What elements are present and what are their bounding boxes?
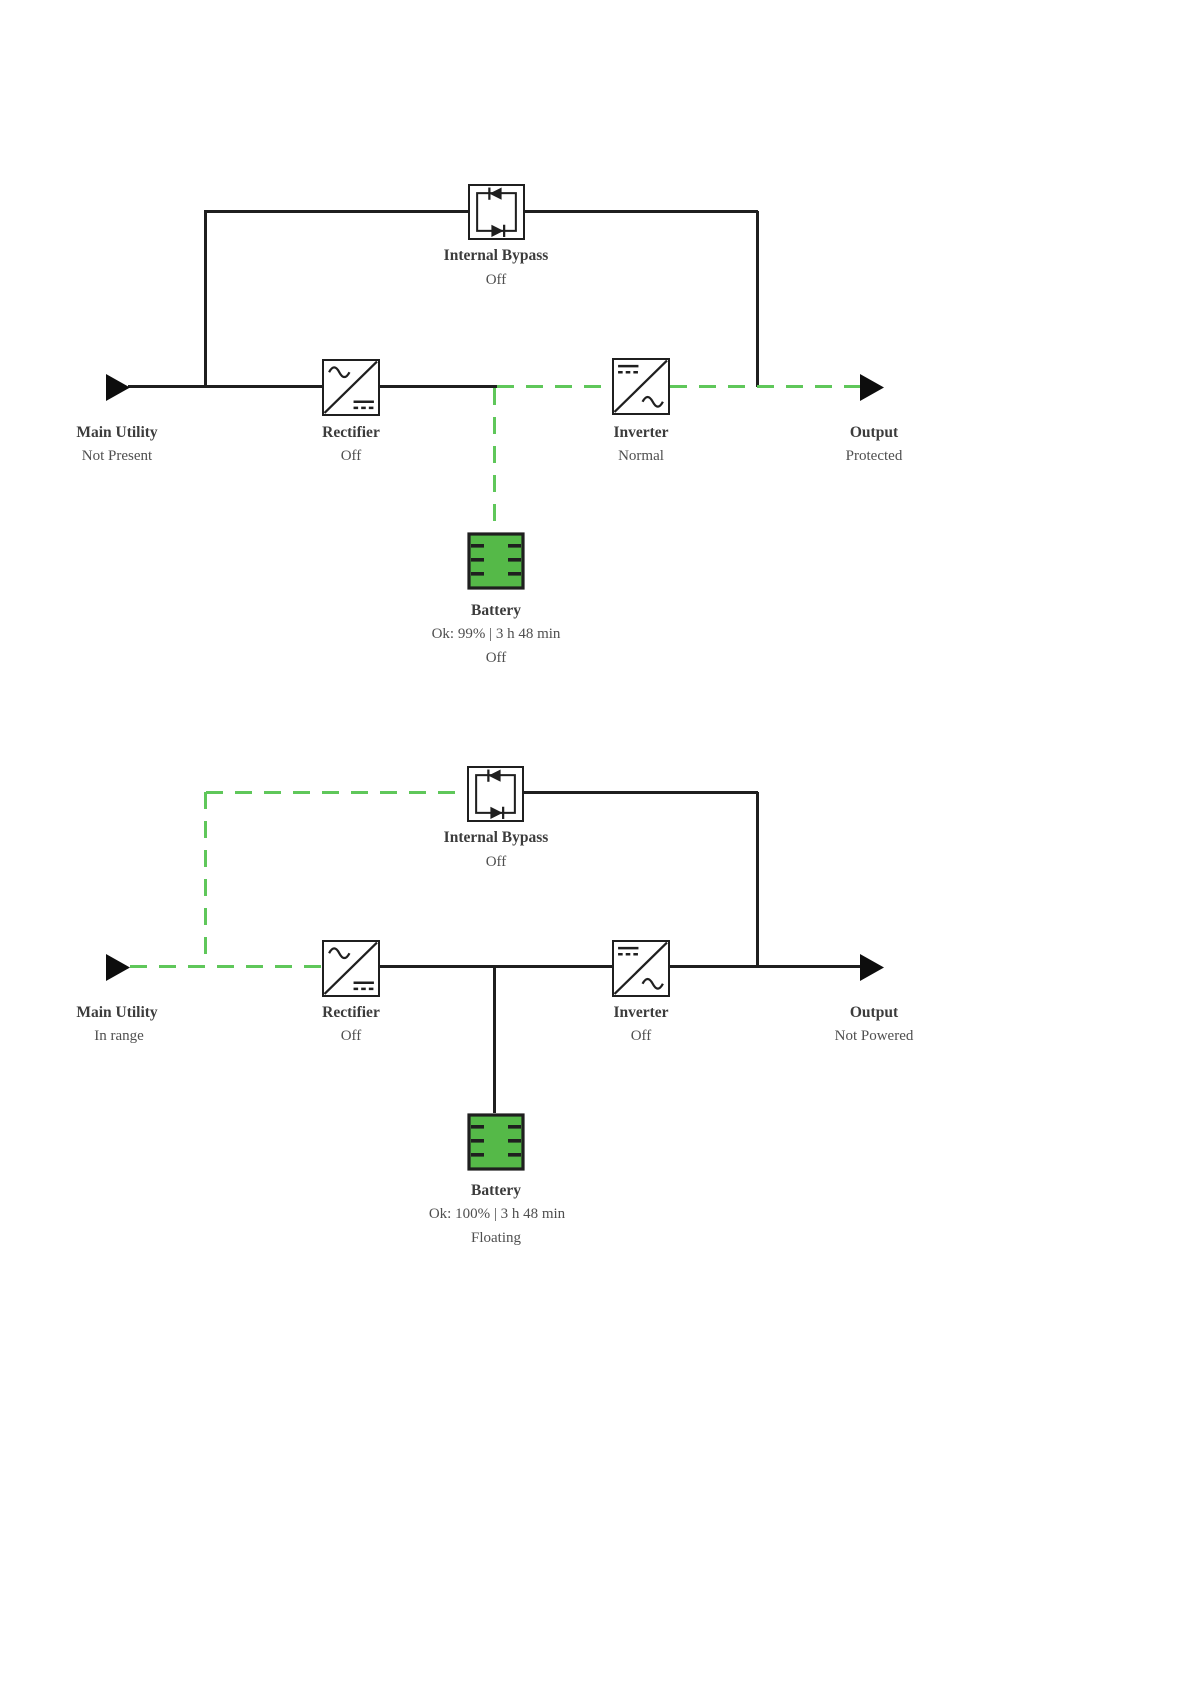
output-label: Output [849,1004,899,1021]
wire-rectifier-to-inverter [378,965,612,968]
battery-icon [467,532,525,590]
internal-bypass-icon [467,766,524,822]
wire-bypass-right-leg [756,211,759,387]
wire-inverter-to-output-green [670,385,860,388]
rectifier-icon [322,940,380,997]
rectifier-label: Rectifier [322,424,380,441]
inverter-label: Inverter [613,424,669,441]
wire-bypass-top-left-green [206,791,467,794]
output-status: Not Powered [834,1028,914,1044]
wire-bypass-left-leg-green [204,792,207,966]
inverter-status: Off [630,1028,652,1044]
battery-label: Battery [471,1182,521,1199]
wire-battery-feed-green [493,388,496,532]
battery-health: Ok: 100% | 3 h 48 min [428,1206,566,1222]
internal-bypass-status: Off [485,854,507,870]
rectifier-label: Rectifier [322,1004,380,1021]
wire-rectifier-to-junction [380,385,497,388]
wire-inverter-to-output [670,965,860,968]
internal-bypass-label: Internal Bypass [443,829,549,846]
battery-status: Floating [470,1230,522,1246]
main-utility-label: Main Utility [76,424,158,441]
wire-utility-to-rectifier [128,385,322,388]
battery-icon [467,1113,525,1171]
output-arrow-icon [860,374,884,401]
main-utility-status: In range [94,1028,144,1044]
inverter-icon [612,940,670,997]
wire-bypass-right-leg [756,792,759,967]
inverter-icon [612,358,670,415]
internal-bypass-status: Off [485,272,507,288]
wire-bypass-top-right [525,210,758,213]
internal-bypass-icon [468,184,525,240]
rectifier-icon [322,359,380,416]
main-utility-arrow-icon [106,954,130,981]
output-label: Output [849,424,899,441]
main-utility-label: Main Utility [76,1004,158,1021]
rectifier-status: Off [340,1028,362,1044]
inverter-status: Normal [618,448,664,464]
wire-utility-to-rectifier-green [130,965,322,968]
wire-bypass-left-leg [204,211,207,388]
battery-health: Ok: 99% | 3 h 48 min [431,626,561,642]
main-utility-status: Not Present [81,448,153,464]
output-arrow-icon [860,954,884,981]
wire-junction-to-inverter-green [497,385,612,388]
internal-bypass-label: Internal Bypass [443,247,549,264]
rectifier-status: Off [340,448,362,464]
wire-bypass-top-right [524,791,758,794]
battery-status: Off [485,650,507,666]
inverter-label: Inverter [613,1004,669,1021]
output-status: Protected [845,448,903,464]
main-utility-arrow-icon [106,374,130,401]
battery-label: Battery [471,602,521,619]
wire-battery-feed [493,967,496,1113]
wire-bypass-top-left [204,210,468,213]
